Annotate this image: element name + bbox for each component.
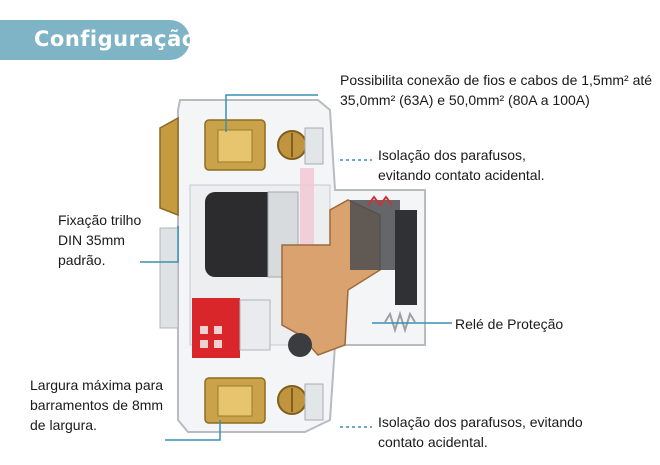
relay-spring [384,310,416,334]
din-clip [159,116,179,217]
leader-din [140,226,179,263]
label-busbar-width: Largura máxima para barramentos de 8mm d… [30,375,163,435]
label-cable-line1: Possibilita conexão de fios e cabos de 1… [340,72,653,88]
leader-cable [225,94,318,132]
label-cable-capacity: Possibilita conexão de fios e cabos de 1… [340,70,652,110]
label-screw-top-line1: Isolação dos parafusos, [378,147,526,163]
label-din-rail: Fixação trilho DIN 35mm padrão. [58,210,141,270]
label-screw-bottom-line1: Isolação dos parafusos, evitando [378,414,583,430]
label-width-line1: Largura máxima para [30,377,164,393]
label-width-line3: de largura. [30,417,97,433]
label-screw-bottom-line2: contato acidental. [378,434,488,450]
leader-width [165,420,221,441]
label-din-line1: Fixação trilho [58,212,142,228]
label-width-line2: barramentos de 8mm [30,397,164,413]
coil [205,192,280,277]
section-title: Configuração [34,27,197,51]
section-tab: Configuração [0,20,196,60]
label-relay-line1: Relé de Proteção [455,316,564,332]
label-cable-line2: 35,0mm² (63A) e 50,0mm² (80A a 100A) [340,92,590,108]
label-screw-top: Isolação dos parafusos, evitando contato… [378,145,545,185]
label-screw-bottom: Isolação dos parafusos, evitando contato… [378,412,583,452]
label-screw-top-line2: evitando contato acidental. [378,167,545,183]
label-relay: Relé de Proteção [455,314,563,334]
label-din-line2: DIN 35mm [58,232,125,248]
label-din-line3: padrão. [58,252,106,268]
